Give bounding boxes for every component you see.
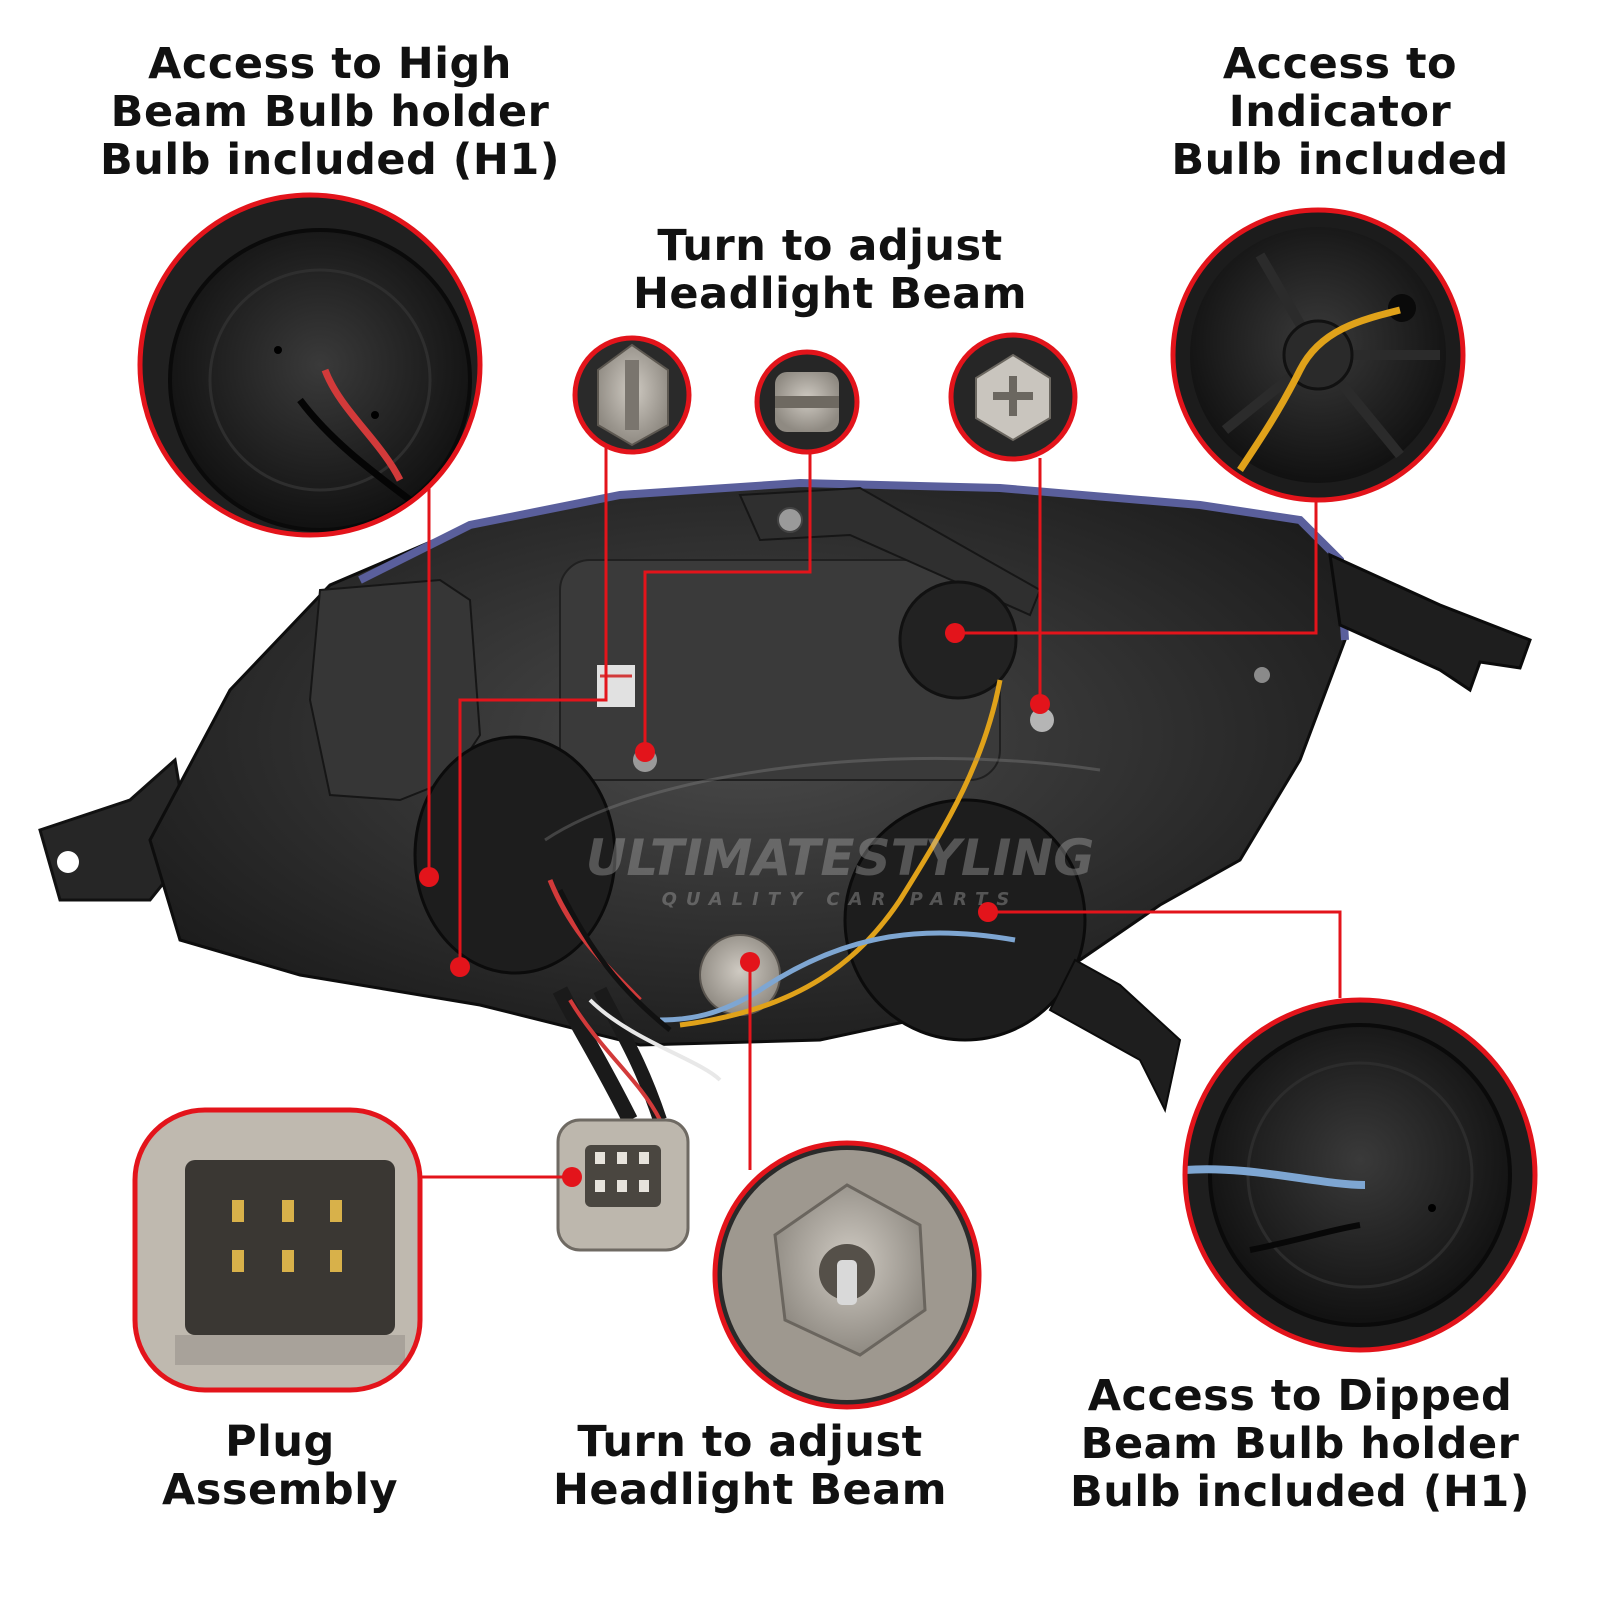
label-dipped-beam-line-2: Beam Bulb holder bbox=[1080, 1419, 1520, 1469]
zoom-dipped-beam bbox=[1182, 997, 1538, 1353]
zoom-adjuster-bottom bbox=[712, 1140, 982, 1410]
callout-dot-adjuster-2 bbox=[635, 742, 655, 762]
label-indicator: Access to Indicator Bulb included bbox=[1140, 40, 1540, 184]
callout-dot-indicator bbox=[945, 623, 965, 643]
zoom-adjuster-2 bbox=[754, 349, 860, 455]
callout-dot-high-beam bbox=[419, 867, 439, 887]
zoom-plug bbox=[132, 1107, 423, 1393]
label-indicator-line-2: Indicator bbox=[1228, 87, 1452, 137]
callout-dot-dipped-beam bbox=[978, 902, 998, 922]
label-dipped-beam-line-1: Access to Dipped bbox=[1087, 1371, 1513, 1421]
label-dipped-beam: Access to Dipped Beam Bulb holder Bulb i… bbox=[1020, 1372, 1580, 1516]
label-adjust-top-line-2: Headlight Beam bbox=[632, 269, 1028, 319]
callout-line-adjuster-1 bbox=[458, 448, 608, 967]
zoom-adjuster-1 bbox=[572, 335, 692, 455]
callout-line-dipped-beam bbox=[988, 910, 1342, 998]
label-plug-line-1: Plug bbox=[225, 1417, 335, 1467]
label-plug: Plug Assembly bbox=[120, 1418, 440, 1514]
zoom-adjuster-3 bbox=[948, 332, 1078, 462]
watermark: ULTIMATESTYLING QUALITY CAR PARTS bbox=[544, 756, 1101, 910]
watermark-tagline: QUALITY CAR PARTS bbox=[662, 889, 1019, 910]
label-high-beam: Access to High Beam Bulb holder Bulb inc… bbox=[60, 40, 600, 184]
label-indicator-line-3: Bulb included bbox=[1171, 135, 1509, 185]
callout-dot-adjuster-bottom bbox=[740, 952, 760, 972]
label-high-beam-line-1: Access to High bbox=[148, 39, 512, 89]
label-adjust-top-line-1: Turn to adjust bbox=[657, 221, 1003, 271]
callout-line-indicator bbox=[955, 498, 1318, 635]
label-high-beam-line-2: Beam Bulb holder bbox=[110, 87, 550, 137]
label-adjust-bottom: Turn to adjust Headlight Beam bbox=[510, 1418, 990, 1514]
watermark-brand: ULTIMATESTYLING bbox=[586, 829, 1095, 887]
label-adjust-top: Turn to adjust Headlight Beam bbox=[580, 222, 1080, 318]
label-plug-line-2: Assembly bbox=[162, 1465, 398, 1515]
callout-line-adjuster-2 bbox=[643, 450, 812, 752]
plug-connector bbox=[556, 1118, 690, 1252]
zoom-indicator bbox=[1170, 207, 1466, 503]
callout-dot-adjuster-3 bbox=[1030, 694, 1050, 714]
callout-dots bbox=[419, 623, 1050, 1187]
label-adjust-bottom-line-1: Turn to adjust bbox=[577, 1417, 923, 1467]
zoom-high-beam bbox=[137, 192, 483, 538]
label-dipped-beam-line-3: Bulb included (H1) bbox=[1070, 1467, 1530, 1517]
label-adjust-bottom-line-2: Headlight Beam bbox=[552, 1465, 948, 1515]
label-indicator-line-1: Access to bbox=[1222, 39, 1458, 89]
callout-dot-adjuster-1 bbox=[450, 957, 470, 977]
callout-lines bbox=[420, 448, 1342, 1179]
headlight-housing bbox=[38, 478, 1532, 1124]
label-high-beam-line-3: Bulb included (H1) bbox=[100, 135, 560, 185]
callout-dot-plug bbox=[562, 1167, 582, 1187]
